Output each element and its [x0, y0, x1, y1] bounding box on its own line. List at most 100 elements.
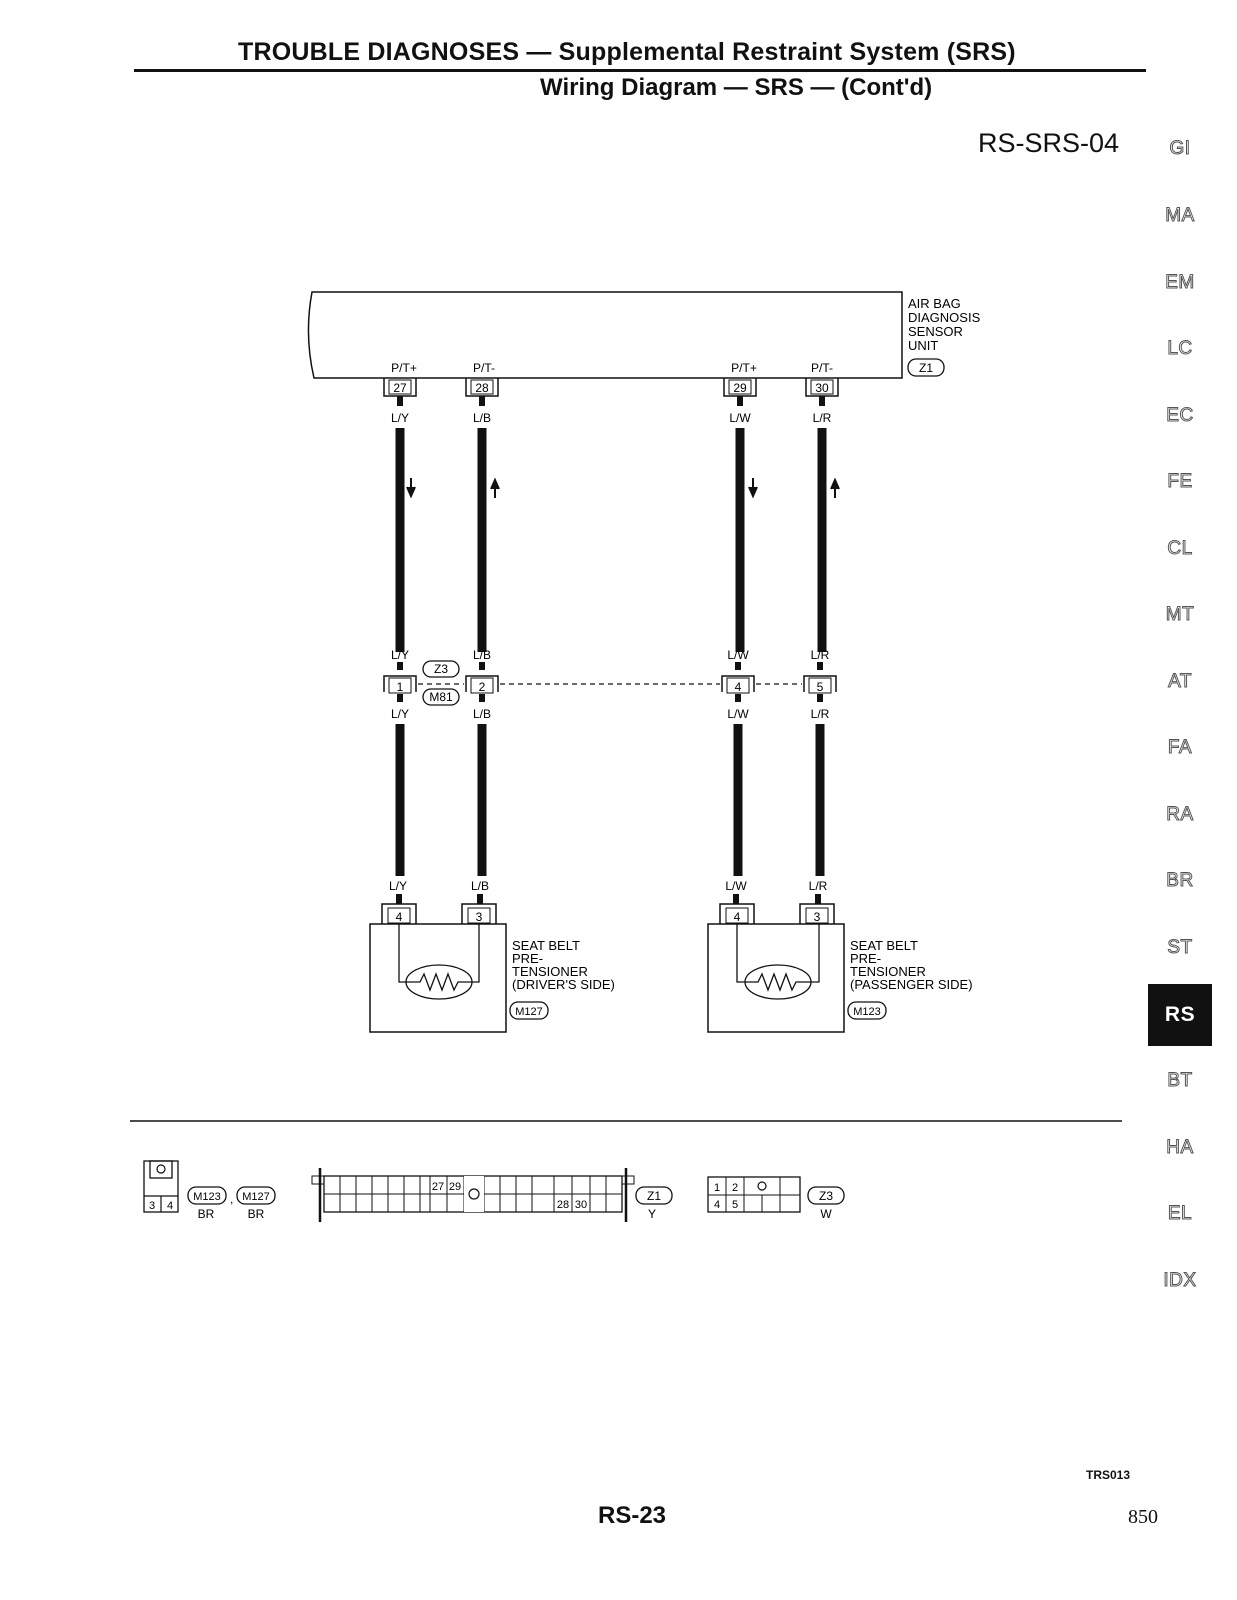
wire-lw-upper	[735, 428, 745, 652]
resistor-icon	[750, 972, 806, 992]
sidenav-item-st[interactable]: ST	[1167, 937, 1193, 959]
unit-view-pin-29: 29	[449, 1181, 461, 1193]
driver-label-4: (DRIVER'S SIDE)	[512, 977, 615, 992]
sidenav-item-lc[interactable]: LC	[1167, 338, 1193, 360]
joint-wire-top-1: L/Y	[391, 648, 409, 662]
small-color-1: BR	[198, 1207, 215, 1221]
circuit-column-2: P/T- 28 L/B L/B 2 L/B L/B 3	[461, 361, 500, 924]
small-code-m123: M123	[193, 1191, 221, 1203]
unit-wire-color-2: L/B	[473, 411, 491, 425]
sidenav-item-fe[interactable]: FE	[1167, 471, 1193, 493]
sidenav-item-fa[interactable]: FA	[1167, 737, 1193, 759]
joint-view-color: W	[820, 1207, 832, 1221]
unit-view-pin-28: 28	[557, 1199, 569, 1211]
unit-view-pin-27: 27	[432, 1181, 444, 1193]
sidenav-item-ma[interactable]: MA	[1165, 205, 1195, 227]
page-label: RS-23	[598, 1502, 667, 1529]
sidenav-item-cl[interactable]: CL	[1167, 538, 1193, 560]
small-color-2: BR	[248, 1207, 265, 1221]
unit-wire-color-3: L/W	[729, 411, 751, 425]
unit-wire-color-4: L/R	[813, 411, 832, 425]
sidenav-item-bt[interactable]: BT	[1167, 1070, 1193, 1092]
joint-view-pin-5: 5	[732, 1199, 738, 1211]
load-pin-2: 3	[476, 910, 483, 924]
joint-connector-badge-z3	[422, 660, 460, 678]
pretensioner-driver: SEAT BELT PRE- TENSIONER (DRIVER'S SIDE)…	[369, 923, 615, 1033]
unit-pin-27: 27	[393, 381, 407, 395]
small-code-m127: M127	[242, 1191, 270, 1203]
circuit-column-1: P/T+ 27 L/Y L/Y 1 L/Y L/Y 4	[381, 361, 417, 924]
unit-terminal-label-3: P/T+	[731, 361, 757, 375]
driver-connector: M127	[515, 1006, 543, 1018]
joint-view-code: Z3	[819, 1189, 833, 1203]
joint-view-pin-2: 2	[732, 1182, 738, 1194]
passenger-connector: M123	[853, 1006, 881, 1018]
wire-lb-lower	[477, 724, 487, 876]
wire-lw-lower	[733, 724, 743, 876]
airbag-unit-box	[307, 291, 903, 379]
unit-wire-color-1: L/Y	[391, 411, 409, 425]
sidenav-item-em[interactable]: EM	[1165, 272, 1195, 294]
wiring-diagram: AIR BAG DIAGNOSIS SENSOR UNIT Z1 P/T+ 27…	[130, 291, 1122, 1222]
sidenav-item-br[interactable]: BR	[1166, 870, 1194, 892]
airbag-unit-connector-badge	[907, 358, 945, 377]
driver-label-3: TENSIONER	[512, 964, 588, 979]
airbag-unit-label-2: DIAGNOSIS	[908, 310, 981, 325]
connector-key-icon	[468, 1188, 480, 1200]
unit-terminal-label-4: P/T-	[811, 361, 833, 375]
passenger-label-4: (PASSENGER SIDE)	[850, 977, 973, 992]
load-pin-3: 4	[734, 910, 741, 924]
joint-pin-2: 2	[479, 680, 486, 694]
circuit-column-4: P/T- 30 L/R L/R 5 L/R L/R 3	[799, 361, 840, 924]
wire-lr-upper	[817, 428, 827, 652]
joint-connector-z3: Z3	[434, 662, 448, 676]
header-divider	[134, 69, 1146, 72]
joint-view-pin-1: 1	[714, 1182, 720, 1194]
diagram-id: RS-SRS-04	[978, 128, 1120, 158]
wire-lr-lower	[815, 724, 825, 876]
airbag-unit-label-4: UNIT	[908, 338, 938, 353]
svg-text:,: ,	[230, 1192, 233, 1206]
sidenav-item-mt[interactable]: MT	[1165, 604, 1195, 626]
sidenav-item-ha[interactable]: HA	[1166, 1137, 1194, 1159]
unit-pin-28: 28	[475, 381, 489, 395]
passenger-label-1: SEAT BELT	[850, 938, 918, 953]
signal-arrow-down	[748, 478, 758, 499]
page-number: 850	[1128, 1506, 1158, 1528]
unit-pin-30: 30	[815, 381, 829, 395]
circuit-column-3: P/T+ 29 L/W L/W 4 L/W L/W 4	[719, 361, 758, 924]
sidenav-item-el[interactable]: EL	[1167, 1203, 1193, 1225]
driver-label-2: PRE-	[512, 951, 543, 966]
signal-arrow-up	[830, 477, 840, 498]
unit-view-color: Y	[648, 1207, 656, 1221]
sidenav-item-ec[interactable]: EC	[1166, 405, 1194, 427]
pretensioner-passenger: SEAT BELT PRE- TENSIONER (PASSENGER SIDE…	[707, 923, 973, 1033]
sidenav-item-gi[interactable]: GI	[1169, 138, 1191, 160]
joint-wire-top-2: L/B	[473, 648, 491, 662]
airbag-unit-label-3: SENSOR	[908, 324, 963, 339]
unit-view-code: Z1	[647, 1189, 661, 1203]
joint-connector-badge-m81	[422, 688, 460, 706]
wire-lb-upper	[477, 428, 487, 652]
page-title: TROUBLE DIAGNOSES — Supplemental Restrai…	[238, 38, 1016, 66]
joint-wire-bottom-2: L/B	[473, 707, 491, 721]
passenger-label-3: TENSIONER	[850, 964, 926, 979]
joint-wire-top-3: L/W	[727, 648, 749, 662]
load-wire-color-1: L/Y	[389, 879, 407, 893]
joint-wire-bottom-4: L/R	[811, 707, 830, 721]
joint-wire-top-4: L/R	[811, 648, 830, 662]
load-pin-1: 4	[396, 910, 403, 924]
connector-view-joint: 1 2 4 5 Z3 W	[707, 1176, 845, 1221]
passenger-label-2: PRE-	[850, 951, 881, 966]
joint-pin-5: 5	[817, 680, 824, 694]
small-pin-4: 4	[167, 1200, 173, 1212]
sidenav-item-ra[interactable]: RA	[1166, 804, 1194, 826]
sidenav-item-rs[interactable]: RS	[1148, 984, 1212, 1046]
joint-pin-4: 4	[735, 680, 742, 694]
section-sidenav: GI MA EM LC EC FE CL MT AT FA RA BR ST R…	[1148, 0, 1212, 1600]
sidenav-item-idx[interactable]: IDX	[1163, 1270, 1197, 1292]
joint-wire-bottom-1: L/Y	[391, 707, 409, 721]
signal-arrow-down	[406, 478, 416, 499]
load-wire-color-4: L/R	[809, 879, 828, 893]
sidenav-item-at[interactable]: AT	[1168, 671, 1192, 693]
